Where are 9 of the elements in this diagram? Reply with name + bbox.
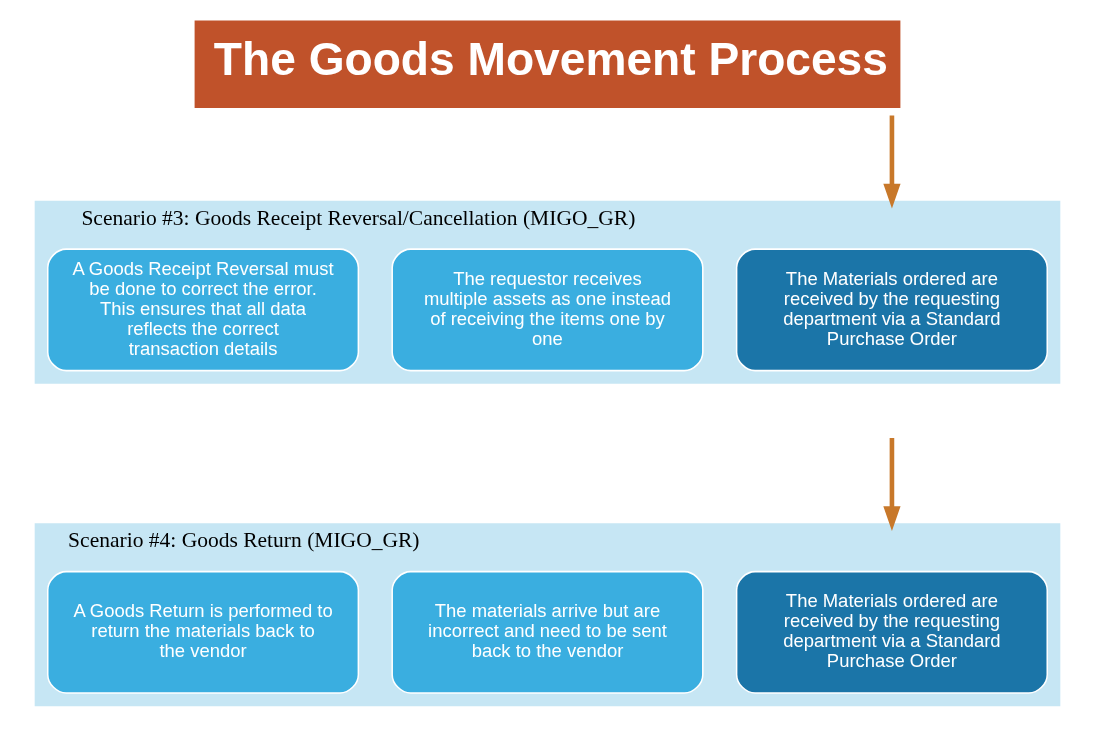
node-box: The Materials ordered are received by the requesting department via a Standard Purchase Order	[735, 248, 1048, 372]
diagram-title: The Goods Movement Process	[213, 33, 888, 86]
node-box: The materials arrive but are incorrect and need to be sent back to the vendor	[390, 570, 704, 694]
arrow	[882, 438, 901, 531]
node-box: The Materials ordered are received by the requesting department via a Standard Purchase Order	[735, 570, 1048, 694]
node-box: The requestor receives multiple assets as one instead of receiving the items one by one	[390, 248, 704, 372]
node-box: A Goods Return is performed to return the materials back to the vendor	[46, 570, 359, 694]
arrow	[882, 115, 901, 209]
node-box: A Goods Receipt Reversal must be done to correct the error. This ensures that all data reflects the correct transaction details	[46, 248, 359, 372]
